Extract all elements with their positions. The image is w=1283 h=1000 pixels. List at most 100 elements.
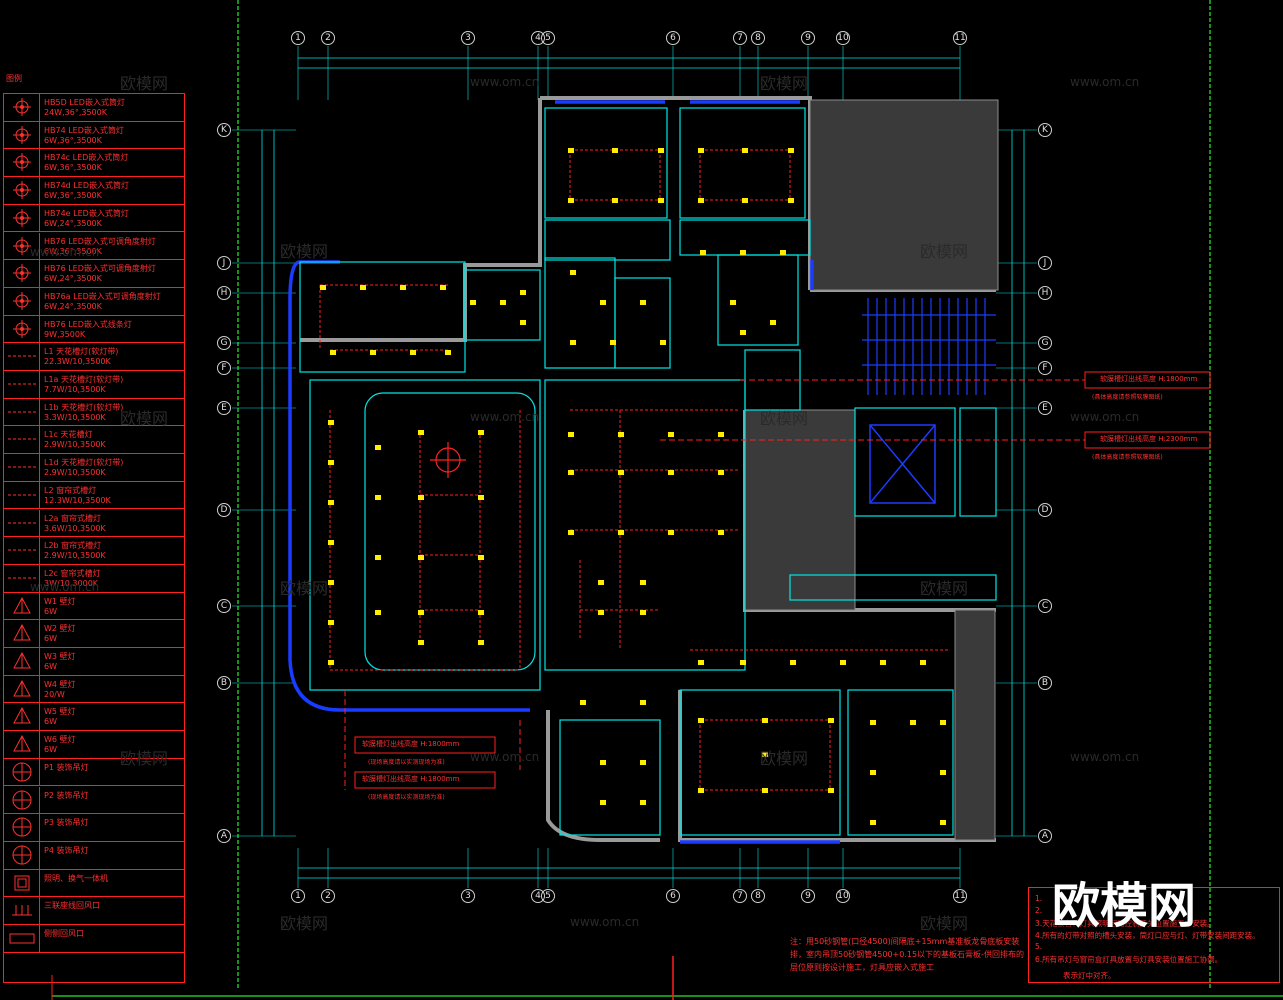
legend-item-name: P2 装饰吊灯 bbox=[44, 790, 89, 800]
legend-symbol-icon bbox=[4, 398, 40, 426]
fixture-marker bbox=[668, 530, 674, 535]
fixture-marker bbox=[418, 640, 424, 645]
legend-symbol-icon bbox=[4, 454, 40, 481]
legend-item-name: HB74d LED嵌入式筒灯 bbox=[44, 181, 129, 191]
fixture-marker bbox=[478, 610, 484, 615]
legend-item-spec: 2.9W/10,3500K bbox=[44, 468, 106, 478]
fixture-marker bbox=[788, 148, 794, 153]
legend-symbol-icon bbox=[4, 343, 40, 370]
fixture-marker bbox=[328, 620, 334, 625]
legend-item-spec: 6W bbox=[44, 606, 57, 616]
legend-item-spec: 2.9W/10,3500K bbox=[44, 551, 106, 561]
fixture-marker bbox=[698, 788, 704, 793]
watermark-text: www.om.cn bbox=[1070, 750, 1140, 764]
fixture-marker bbox=[840, 660, 846, 665]
legend-symbol-icon bbox=[4, 869, 40, 897]
stair-hatch bbox=[862, 298, 996, 395]
fixture-marker bbox=[920, 660, 926, 665]
fixture-marker bbox=[445, 350, 451, 355]
legend-item-spec: 6W bbox=[44, 745, 57, 755]
legend-symbol-icon bbox=[4, 703, 40, 731]
watermark-text: www.om.cn bbox=[1070, 410, 1140, 424]
grid-bubble-col: 7 bbox=[733, 889, 747, 903]
fixture-marker bbox=[788, 198, 794, 203]
legend-item-spec: 7.7W/10,3500K bbox=[44, 385, 106, 394]
callout-boxes bbox=[354, 371, 1211, 789]
grid-bubble-row: F bbox=[1038, 361, 1052, 375]
legend-title: 图例 bbox=[6, 74, 22, 83]
dimension-lines bbox=[261, 57, 1025, 879]
grid-bubble-col: 9 bbox=[801, 889, 815, 903]
legend-item-name: HB74c LED嵌入式筒灯 bbox=[44, 153, 129, 163]
brand-logo: 欧模网 bbox=[1052, 878, 1197, 934]
grid-bubble-row: K bbox=[1038, 123, 1052, 137]
grid-bubble-col: 6 bbox=[666, 31, 680, 45]
callout-1-sub: (具体高度请参照软膜图纸) bbox=[1092, 394, 1163, 401]
grid-bubble-row: E bbox=[217, 401, 231, 415]
watermark-text: 欧模网 bbox=[760, 409, 809, 428]
fixture-marker bbox=[718, 530, 724, 535]
legend-symbol-icon bbox=[4, 841, 40, 869]
legend-symbol-icon bbox=[4, 204, 40, 232]
legend-symbol-icon bbox=[4, 481, 40, 509]
fixture-marker bbox=[618, 530, 624, 535]
watermark-text: www.om.cn bbox=[470, 75, 540, 89]
fixture-marker bbox=[418, 555, 424, 560]
fixture-marker bbox=[328, 500, 334, 505]
fixture-marker bbox=[600, 800, 606, 805]
fixture-marker bbox=[742, 198, 748, 203]
watermark-text: 欧模网 bbox=[920, 579, 969, 598]
legend-symbol-icon bbox=[4, 260, 40, 287]
legend-item-name: L2a 窗帘式槽灯 bbox=[44, 513, 101, 523]
fixture-marker bbox=[598, 580, 604, 585]
fixture-marker bbox=[568, 530, 574, 535]
callout-4: 软膜槽灯出线高度 H:1800mm bbox=[362, 775, 460, 783]
fixture-marker bbox=[940, 720, 946, 725]
fixture-marker bbox=[610, 340, 616, 345]
watermark-text: 欧模网 bbox=[120, 74, 169, 93]
fixture-marker bbox=[870, 770, 876, 775]
legend-row: L1b 天花槽灯(软灯带)3.3W/10,3500K bbox=[4, 398, 184, 427]
grid-bubble-col: 11 bbox=[953, 31, 967, 45]
fixture-marker bbox=[640, 800, 646, 805]
watermark-text: www.om.cn bbox=[30, 580, 100, 594]
legend-item-name: L1b 天花槽灯(软灯带) bbox=[44, 402, 124, 412]
legend-symbol-icon bbox=[4, 592, 40, 620]
fixture-marker bbox=[418, 610, 424, 615]
legend-item-name: L1 天花槽灯(软灯带) bbox=[44, 347, 119, 357]
legend-item-name: L2c 窗帘式槽灯 bbox=[44, 568, 101, 578]
wall-hatch bbox=[744, 99, 999, 841]
legend-item-name: W6 壁灯 bbox=[44, 735, 76, 745]
note-line: 表示灯中对齐。 bbox=[1063, 971, 1116, 980]
legend-item-name: 三联座线回风口 bbox=[44, 901, 100, 911]
legend-item-spec: 3.6W/10,3500K bbox=[44, 523, 106, 533]
grid-bubble-col: 3 bbox=[461, 889, 475, 903]
fixture-marker bbox=[328, 460, 334, 465]
fixture-marker bbox=[600, 760, 606, 765]
fixture-marker bbox=[478, 430, 484, 435]
fixture-marker bbox=[698, 660, 704, 665]
legend-item-spec: 6W bbox=[44, 717, 57, 727]
fixture-marker bbox=[568, 432, 574, 437]
fixture-marker bbox=[640, 700, 646, 705]
grid-bubble-row: B bbox=[1038, 676, 1052, 690]
legend-symbol-icon bbox=[4, 94, 40, 121]
legend-row: L1a 天花槽灯(软灯带)7.7W/10,3500K bbox=[4, 371, 184, 399]
legend-item-name: HB76 LED嵌入式可调角度射灯 bbox=[44, 236, 156, 246]
watermark-text: 欧模网 bbox=[760, 74, 809, 93]
legend-item-spec: 20/W bbox=[44, 689, 65, 699]
grid-bubble-row: E bbox=[1038, 401, 1052, 415]
fixture-marker bbox=[640, 760, 646, 765]
fixture-marker bbox=[718, 432, 724, 437]
fixture-marker bbox=[618, 470, 624, 475]
fixture-marker bbox=[910, 720, 916, 725]
legend-item-name: P4 装饰吊灯 bbox=[44, 845, 89, 855]
grid-axis-lines bbox=[232, 46, 1037, 888]
legend-symbol-icon bbox=[4, 121, 40, 149]
